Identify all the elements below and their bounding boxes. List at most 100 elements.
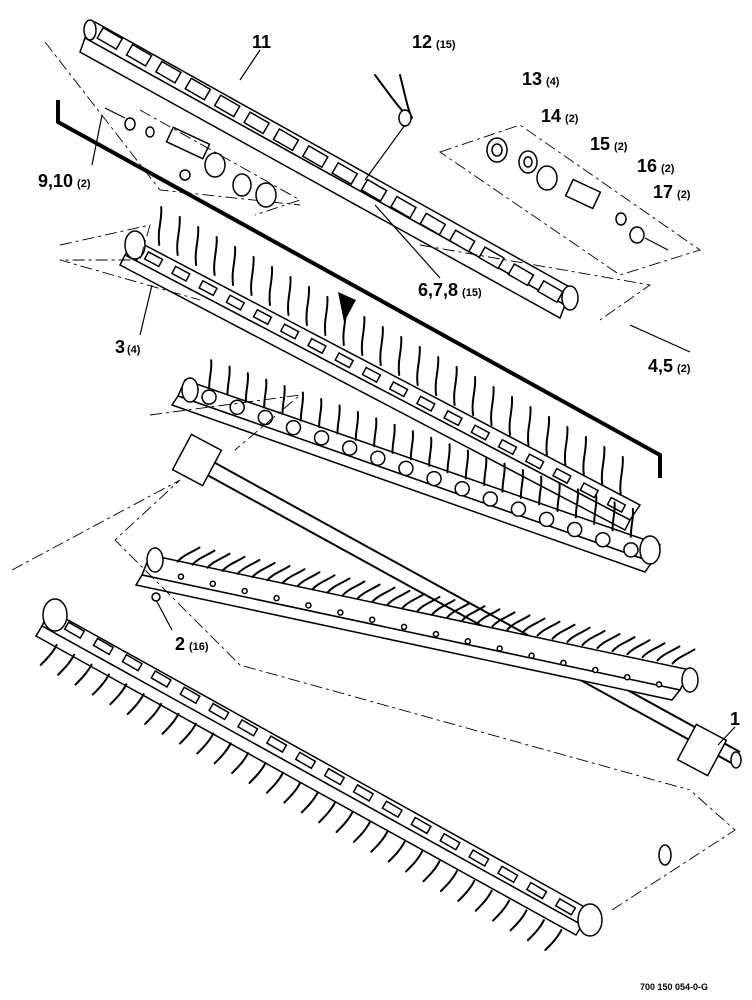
tine <box>300 791 319 814</box>
tine <box>318 397 323 428</box>
tine-coil <box>398 460 414 477</box>
callout-17: 17(2) <box>653 182 691 202</box>
tine <box>563 426 569 466</box>
tine <box>370 830 389 853</box>
bar-window <box>213 94 241 118</box>
tine <box>248 761 267 784</box>
tine-bar-middle[interactable] <box>170 359 662 573</box>
tine <box>144 702 163 725</box>
tine <box>299 391 305 422</box>
bar-hole <box>592 666 599 674</box>
assembly-bracket <box>56 100 662 478</box>
part-3-tine-bar[interactable] <box>119 206 642 532</box>
tine <box>544 929 563 952</box>
tine <box>251 561 276 578</box>
bar-hole <box>655 681 663 688</box>
tine <box>356 583 381 600</box>
tine-coil <box>229 399 245 416</box>
callout-1: 1 <box>730 709 740 729</box>
tine <box>91 673 110 696</box>
tine-slot <box>225 294 246 311</box>
tine-slot <box>352 783 375 802</box>
tine-coil <box>313 430 330 446</box>
callout-16: 16(2) <box>637 156 675 176</box>
bar-window <box>419 212 447 236</box>
tine <box>405 850 424 873</box>
bar-hole <box>241 587 248 595</box>
tine <box>428 436 433 467</box>
tine <box>641 642 666 659</box>
tine <box>342 306 347 346</box>
tine <box>176 216 181 256</box>
bar-hole <box>400 623 408 631</box>
tine-coil <box>370 450 386 466</box>
tine-slot <box>388 380 409 398</box>
part-11-top-bar[interactable] <box>79 19 579 320</box>
tine-bar-bottom[interactable] <box>34 598 672 952</box>
svg-text:1: 1 <box>730 709 740 729</box>
tine <box>221 555 246 572</box>
tine <box>509 909 528 932</box>
part-1-shaft[interactable] <box>171 433 742 777</box>
tine <box>387 840 406 863</box>
tine <box>265 771 284 794</box>
tine <box>281 568 306 585</box>
tine-slot <box>279 323 300 340</box>
bar-window <box>301 144 329 169</box>
tine-slot <box>252 308 273 326</box>
svg-text:2(16): 2(16) <box>175 634 209 654</box>
tine <box>213 236 218 276</box>
tine <box>287 276 292 316</box>
hardware-group-left[interactable] <box>104 107 302 216</box>
tine-slot <box>443 409 464 427</box>
tine-slot <box>470 424 491 441</box>
tine <box>354 410 360 441</box>
bar-window <box>125 43 153 68</box>
bar-window <box>154 60 182 84</box>
tine <box>519 469 525 500</box>
svg-text:13(4): 13(4) <box>522 69 560 89</box>
tine-slot <box>524 453 545 470</box>
bar-window <box>272 127 300 152</box>
tine <box>176 546 201 563</box>
tine-coil <box>426 470 442 487</box>
svg-text:16(2): 16(2) <box>637 156 675 176</box>
bar-hole <box>496 645 503 652</box>
part-12-spring[interactable] <box>364 74 413 181</box>
tine-slot <box>554 897 577 916</box>
callout-15: 15(2) <box>590 134 628 154</box>
tine <box>626 639 651 656</box>
tine-slot <box>579 482 600 499</box>
tine <box>236 558 261 575</box>
tine <box>266 565 291 582</box>
tine-slot <box>150 669 172 688</box>
tine-bar-lower[interactable] <box>134 546 699 701</box>
svg-text:4,5(2): 4,5(2) <box>648 356 691 376</box>
tine <box>582 436 587 476</box>
tine-slot <box>208 702 230 721</box>
tine-slot <box>410 816 432 835</box>
tine-slot <box>143 250 164 268</box>
bearing-group-right[interactable] <box>439 124 702 276</box>
callout-9-10: 9,10(2) <box>38 171 91 191</box>
tine <box>457 879 476 902</box>
tine <box>527 406 532 446</box>
bar-hole <box>177 573 185 580</box>
bar-window <box>389 195 417 219</box>
guide-line <box>44 41 301 206</box>
tine <box>476 608 501 625</box>
tine <box>461 605 486 622</box>
tine <box>409 430 415 461</box>
tine-slot <box>323 767 346 786</box>
tine-coil <box>566 521 583 538</box>
callout-12: 12(15) <box>412 32 456 52</box>
tine <box>619 456 624 496</box>
tine <box>526 919 545 942</box>
tine-coil <box>595 531 611 548</box>
tine-slot <box>361 366 382 384</box>
tine-coil <box>285 419 302 436</box>
tine <box>422 860 441 883</box>
tine <box>446 602 471 619</box>
tine-slot <box>265 735 288 754</box>
tine <box>213 742 232 765</box>
